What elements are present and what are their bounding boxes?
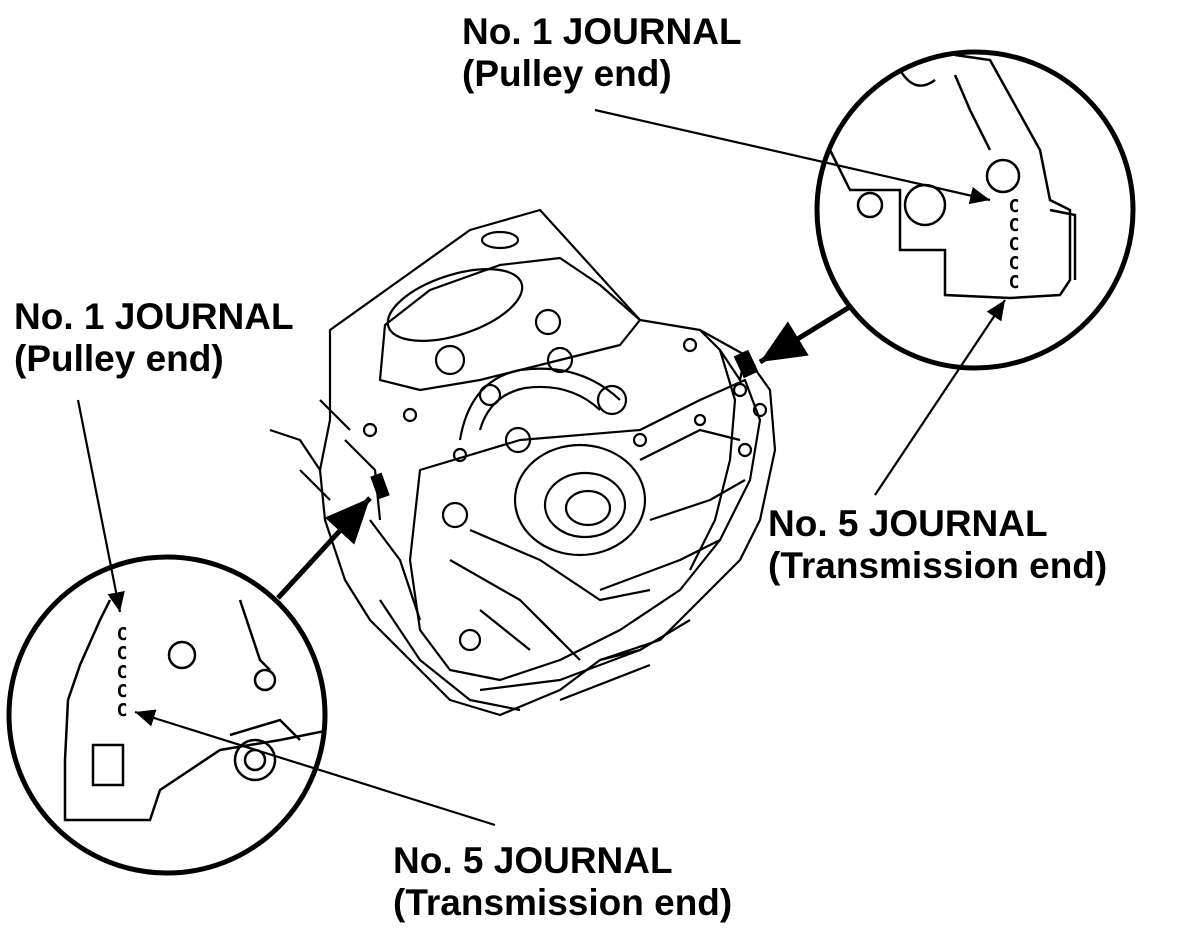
leader-arrow-mid-right — [874, 299, 1006, 496]
callout-label-no5-bottom-line2: (Transmission end) — [393, 882, 733, 923]
leader-arrow-top-right — [594, 108, 991, 205]
leader-arrow-bottom — [134, 709, 496, 827]
right-journal-code-column: C C C C C — [1009, 196, 1020, 293]
journal-mark-left — [370, 472, 390, 500]
inset-to-engine-arrow-right — [758, 305, 850, 365]
left-journal-code-3: C — [117, 662, 128, 683]
callout-label-no5-bottom-line1: No. 5 JOURNAL — [393, 840, 673, 881]
right-journal-code-1: C — [1009, 196, 1020, 217]
engine-block — [269, 208, 777, 717]
left-detail-inset: C C C C C — [6, 554, 328, 876]
callout-label-no1-top: No. 1 JOURNAL (Pulley end) — [462, 11, 742, 95]
callout-label-no1-top-line1: No. 1 JOURNAL — [462, 11, 742, 52]
callout-label-no5-right-line2: (Transmission end) — [768, 545, 1108, 586]
left-journal-code-5: C — [117, 700, 128, 721]
inset-to-engine-arrow-left — [276, 496, 372, 600]
right-journal-code-4: C — [1009, 253, 1020, 274]
callout-label-no1-left-line2: (Pulley end) — [14, 338, 224, 379]
callout-label-no1-left-line1: No. 1 JOURNAL — [14, 296, 294, 337]
right-journal-code-2: C — [1009, 215, 1020, 236]
callout-label-no5-right: No. 5 JOURNAL (Transmission end) — [768, 503, 1107, 587]
left-journal-code-column: C C C C C — [117, 624, 128, 721]
right-detail-inset: C C C C C — [814, 49, 1136, 371]
callout-label-no5-right-line1: No. 5 JOURNAL — [768, 503, 1048, 544]
left-journal-code-4: C — [117, 681, 128, 702]
right-journal-code-5: C — [1009, 272, 1020, 293]
left-journal-code-1: C — [117, 624, 128, 645]
callout-label-no5-bottom: No. 5 JOURNAL (Transmission end) — [393, 840, 732, 924]
journal-mark-right — [733, 349, 759, 379]
callout-label-no1-top-line2: (Pulley end) — [462, 53, 672, 94]
left-journal-code-2: C — [117, 643, 128, 664]
right-journal-code-3: C — [1009, 234, 1020, 255]
leader-arrow-left — [76, 399, 125, 613]
callout-arrows — [76, 108, 1006, 827]
callout-label-no1-left: No. 1 JOURNAL (Pulley end) — [14, 296, 294, 380]
